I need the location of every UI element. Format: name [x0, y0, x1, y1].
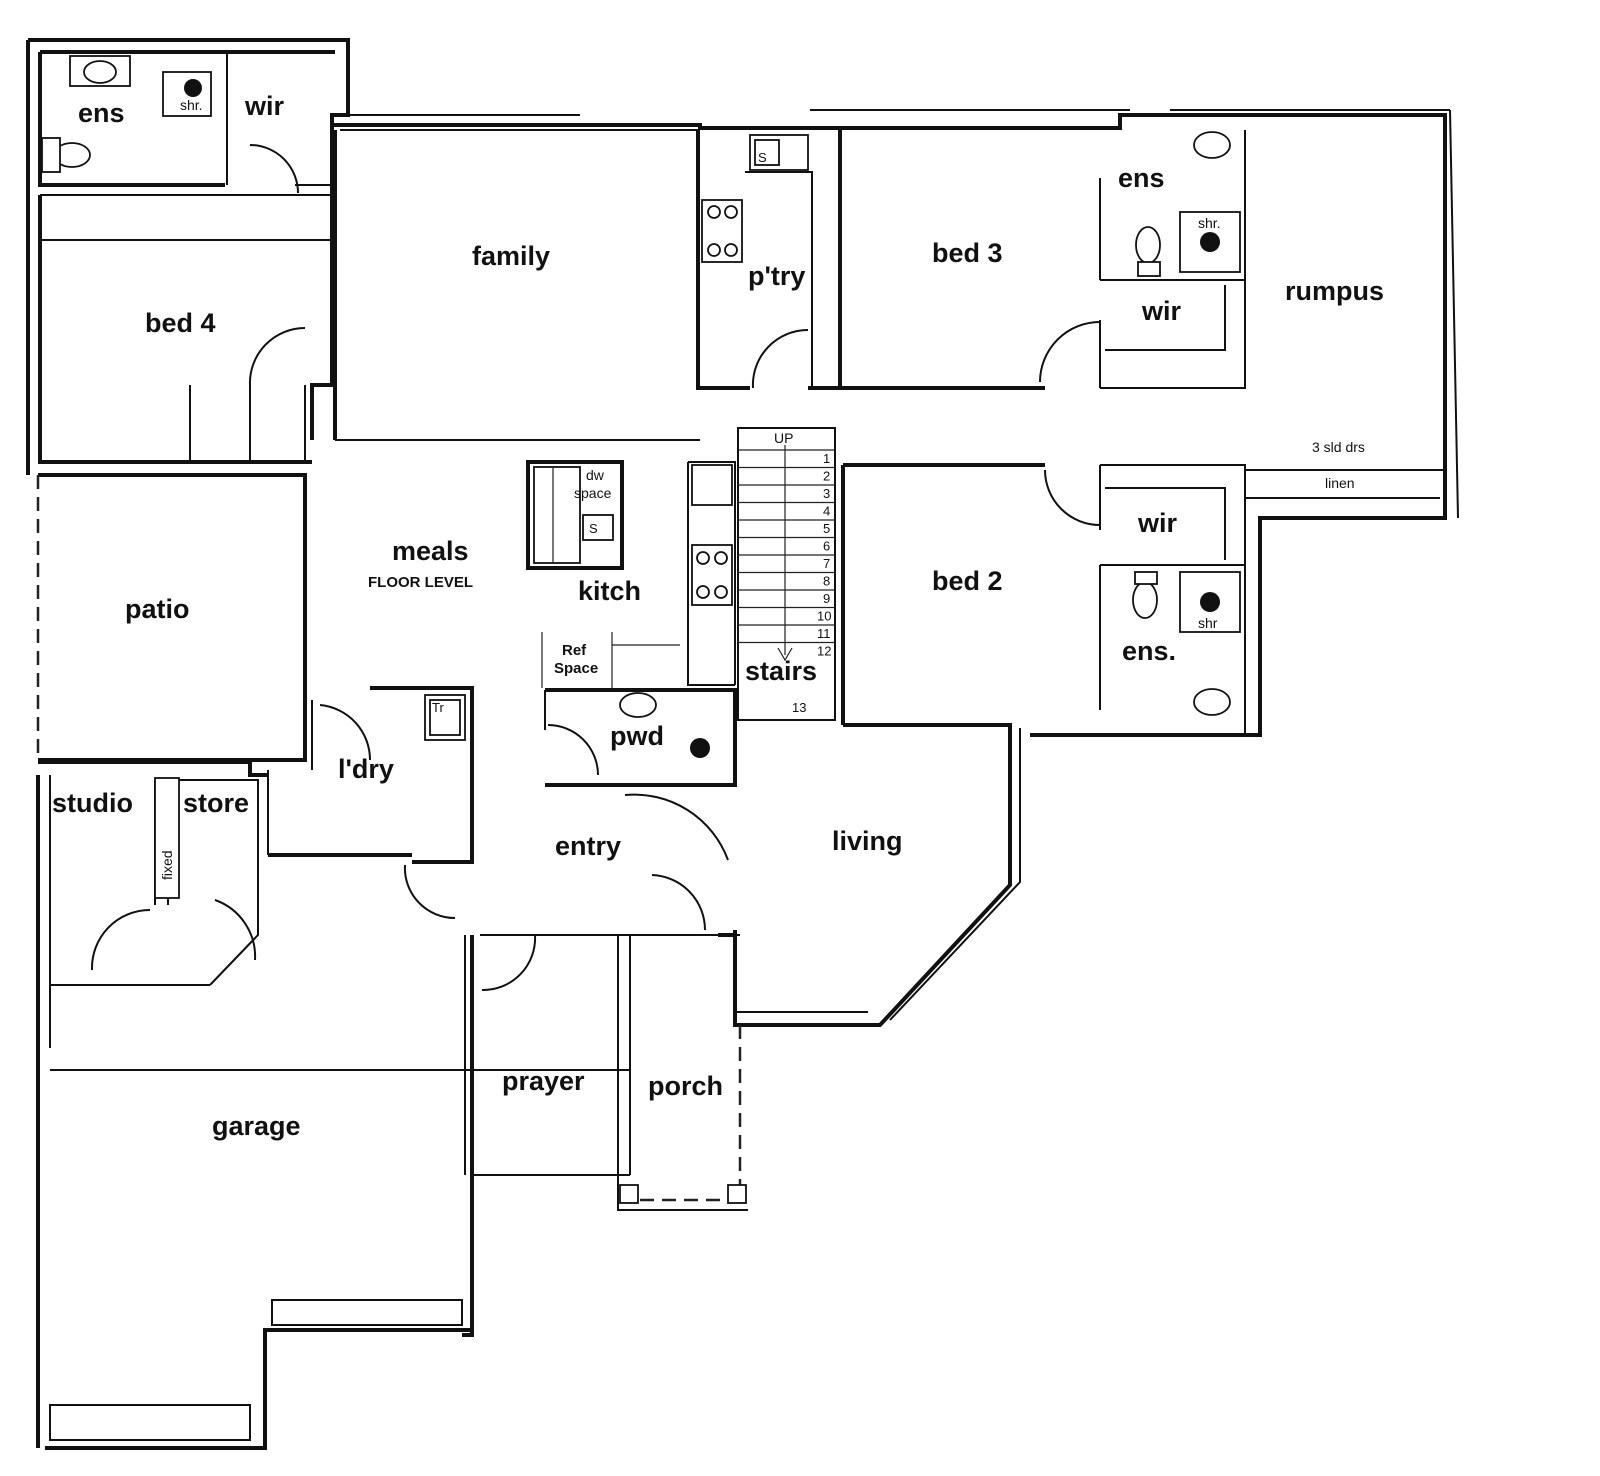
annotation-dw-2: space: [574, 485, 612, 501]
label-store: store: [183, 788, 249, 818]
fixed-panel: [154, 777, 180, 899]
stair-step-number: 8: [823, 574, 830, 589]
label-entry: entry: [555, 831, 621, 861]
stair-step-number: 9: [823, 591, 830, 606]
stair-step-number: 3: [823, 486, 830, 501]
label-wir-3: wir: [1137, 508, 1178, 538]
basin-ens-3: [1193, 688, 1231, 716]
stair-step-number: 13: [792, 700, 806, 715]
shower-ens-3: [1179, 571, 1241, 633]
annotation-stairs-up: UP: [774, 430, 793, 446]
label-ens-1: ens: [78, 98, 125, 128]
basin-pwd: [619, 692, 657, 718]
walls: [26, 38, 1459, 1450]
stair-step-number: 7: [823, 556, 830, 571]
label-rumpus: rumpus: [1285, 276, 1384, 306]
fixtures: [41, 55, 1241, 899]
label-family: family: [472, 241, 550, 271]
stair-arrow-head: [777, 647, 793, 662]
stair-step-number: 1: [823, 451, 830, 466]
label-pwd: pwd: [610, 721, 664, 751]
stair-step-number: 4: [823, 504, 830, 519]
label-bed-2: bed 2: [932, 566, 1003, 596]
label-ens-3: ens.: [1122, 636, 1176, 666]
annotation-tr: Tr: [432, 700, 444, 715]
label-porch: porch: [648, 1071, 723, 1101]
annotation-fixed: fixed: [159, 850, 175, 880]
annotation-shr-2: shr.: [1198, 215, 1221, 231]
annotation-sink-ptry: S: [758, 150, 767, 165]
label-prayer: prayer: [502, 1066, 585, 1096]
label-patio: patio: [125, 594, 190, 624]
label-living: living: [832, 826, 903, 856]
basin-ens-2: [1193, 131, 1231, 159]
label-stairs: stairs: [745, 656, 817, 686]
label-bed-4: bed 4: [145, 308, 216, 338]
dishwasher-space: [533, 466, 581, 564]
stair-step-number: 6: [823, 539, 830, 554]
annotation-shr-1: shr.: [180, 97, 203, 113]
toilet-ens-3: [1132, 581, 1158, 619]
stair-step-number: 2: [823, 469, 830, 484]
stair-step-number: 5: [823, 521, 830, 536]
label-meals: meals: [392, 536, 469, 566]
annotation-linen: linen: [1325, 475, 1355, 491]
label-wir-2: wir: [1141, 296, 1182, 326]
label-ens-2: ens: [1118, 163, 1165, 193]
stair-step-number: 12: [817, 644, 831, 659]
annotation-dw-1: dw: [586, 467, 605, 483]
label-garage: garage: [212, 1111, 301, 1141]
annotation-ref-1: Ref: [562, 642, 587, 659]
label-bed-3: bed 3: [932, 238, 1003, 268]
kitchen-sink: [582, 514, 614, 541]
door-swings: [90, 144, 1101, 992]
label-ptry: p'try: [748, 261, 805, 291]
label-kitch: kitch: [578, 576, 641, 606]
label-meals-note: FLOOR LEVEL: [368, 574, 473, 591]
label-ldry: l'dry: [338, 754, 394, 784]
stair-step-number: 10: [817, 609, 831, 624]
stair-step-number: 11: [817, 626, 831, 641]
label-studio: studio: [52, 788, 133, 818]
toilet-ens-2: [1135, 226, 1161, 264]
annotation-shr-3: shr: [1198, 615, 1218, 631]
label-wir-1: wir: [244, 91, 285, 121]
annotation-sink-kitch: S: [589, 521, 598, 536]
annotation-sld-drs: 3 sld drs: [1312, 439, 1365, 455]
annotation-ref-2: Space: [554, 660, 598, 677]
